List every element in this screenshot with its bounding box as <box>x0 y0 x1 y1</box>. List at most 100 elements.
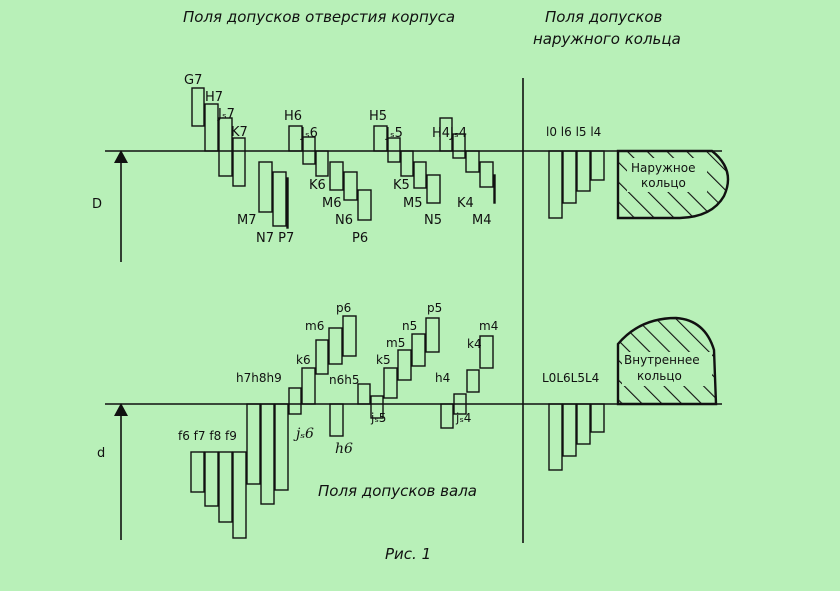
field-H7 <box>204 103 219 152</box>
field-h8 <box>260 403 275 505</box>
field-h9 <box>246 403 261 485</box>
field-P7 <box>286 177 289 229</box>
label-K4: K4 <box>457 196 474 211</box>
field-f6 <box>190 451 205 493</box>
field-P6 <box>357 189 372 221</box>
field-m4 <box>479 335 494 369</box>
inner-ring-label-2: кольцо <box>637 369 682 383</box>
label-k5: k5 <box>376 353 391 367</box>
field-h5 <box>357 383 371 405</box>
label-p5: p5 <box>427 301 442 315</box>
label-Js7: Jₛ7 <box>217 107 235 122</box>
label-js6: jₛ6 <box>293 426 314 442</box>
label-Js6: Jₛ6 <box>300 126 318 141</box>
label-m6: m6 <box>305 319 324 333</box>
label-D: D <box>92 197 102 212</box>
field-js4 <box>453 393 467 415</box>
label-H4Js4: H4Jₛ4 <box>432 126 467 141</box>
field-M6 <box>329 161 344 191</box>
field-K4 <box>465 150 480 173</box>
label-k6: k6 <box>296 353 311 367</box>
field-M4-a <box>479 161 494 188</box>
label-m4: m4 <box>479 319 498 333</box>
field-l4 <box>590 150 605 181</box>
outer-ring-label-bg <box>627 158 707 192</box>
field-p5 <box>425 317 440 353</box>
field-Js6 <box>302 136 316 165</box>
outer-ring-title-1: Поля допусков <box>545 8 663 26</box>
label-k4: k4 <box>467 337 482 351</box>
label-n6h5: n6h5 <box>329 373 359 387</box>
field-Js5 <box>387 137 401 163</box>
label-N6: N6 <box>335 213 353 228</box>
field-n6 <box>328 327 343 365</box>
field-h6 <box>329 403 344 437</box>
field-L5 <box>576 403 591 445</box>
label-inner-ring-tol: L0L6L5L4 <box>542 371 599 385</box>
label-f-series: f6 f7 f8 f9 <box>178 429 237 443</box>
label-N7P7: N7 P7 <box>256 231 294 246</box>
housing-title: Поля допусков отверстия корпуса <box>183 8 455 26</box>
label-js4: jₛ4 <box>455 411 471 425</box>
field-Js4 <box>452 133 466 159</box>
field-n5 <box>411 333 426 367</box>
label-N5: N5 <box>424 213 442 228</box>
field-Js7 <box>218 117 233 177</box>
inner-ring-label-1: Внутреннее <box>624 353 700 367</box>
field-f7 <box>204 451 219 507</box>
field-M5 <box>413 161 427 189</box>
field-N7 <box>272 171 287 227</box>
label-n5: n5 <box>402 319 417 333</box>
label-M6: M6 <box>322 196 342 211</box>
label-K6: K6 <box>309 178 326 193</box>
field-l5 <box>576 150 591 192</box>
label-h7h8h9: h7h8h9 <box>236 371 282 385</box>
outer-ring-title-2: наружного кольца <box>533 30 681 48</box>
field-M4-b <box>493 174 496 204</box>
label-js5: jₛ5 <box>370 411 386 425</box>
field-js6 <box>288 387 302 415</box>
field-N5 <box>426 174 441 204</box>
shaft-title: Поля допусков вала <box>318 482 477 500</box>
label-outer-ring-tol: l0 l6 l5 l4 <box>546 125 601 139</box>
label-M4: M4 <box>472 213 492 228</box>
field-f8 <box>218 451 233 523</box>
field-N6 <box>343 171 358 201</box>
field-p6 <box>342 315 357 357</box>
field-f9 <box>232 451 247 539</box>
label-h4: h4 <box>435 371 450 385</box>
field-H4 <box>439 117 453 152</box>
field-l6 <box>562 150 577 204</box>
label-h6: h6 <box>335 441 353 457</box>
field-m6 <box>315 339 329 375</box>
field-k4 <box>466 369 480 393</box>
outer-ring-label-1: Наружное <box>631 161 695 175</box>
field-h4 <box>440 403 454 429</box>
label-M7: M7 <box>237 213 257 228</box>
outer-ring-label-2: кольцо <box>641 176 686 190</box>
figure-caption: Рис. 1 <box>385 545 431 563</box>
field-l0 <box>548 150 563 219</box>
label-K7: K7 <box>231 125 248 140</box>
field-k5 <box>383 367 398 399</box>
field-m5 <box>397 349 412 381</box>
field-k6 <box>301 367 316 405</box>
label-H5: H5 <box>369 109 387 124</box>
field-G7 <box>191 87 205 127</box>
label-d: d <box>97 446 105 461</box>
label-M5: M5 <box>403 196 423 211</box>
field-K7 <box>232 137 246 187</box>
field-H6 <box>288 125 303 152</box>
field-L4 <box>590 403 605 433</box>
inner-ring-label-bg <box>622 352 712 386</box>
field-M7 <box>258 161 273 213</box>
field-K5 <box>400 150 414 177</box>
label-Js5: Jₛ5 <box>385 126 403 141</box>
label-H6: H6 <box>284 109 302 124</box>
label-H7: H7 <box>205 90 223 105</box>
arrow-d-head <box>114 403 128 416</box>
field-H5 <box>373 125 388 152</box>
label-p6: p6 <box>336 301 351 315</box>
